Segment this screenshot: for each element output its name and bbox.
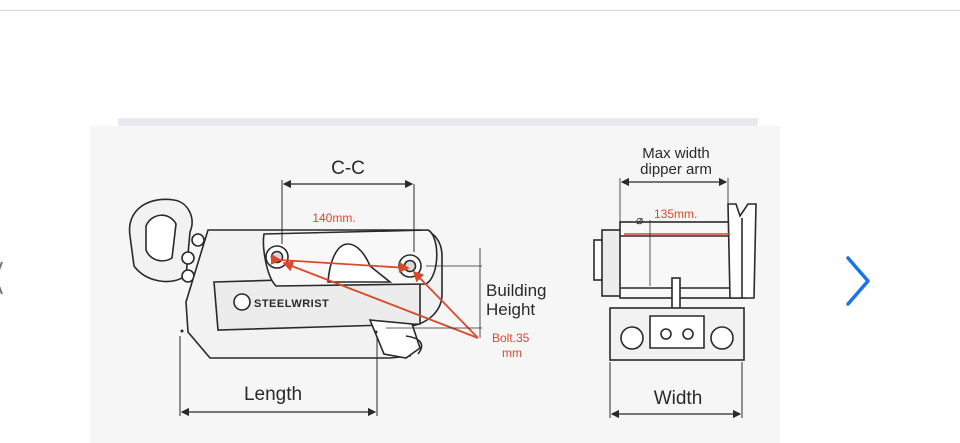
bolt-size-label: Bolt.35 bbox=[492, 331, 530, 345]
brand-logo-text: STEELWRIST bbox=[254, 298, 329, 310]
cc-value-label: 140mm. bbox=[312, 211, 355, 225]
building-height-label-line2: Height bbox=[486, 300, 535, 319]
max-width-label: Max width bbox=[642, 145, 710, 162]
max-width-label-line2: dipper arm bbox=[640, 161, 712, 178]
building-height-label: Building bbox=[486, 281, 547, 300]
diameter-symbol: ⌀ bbox=[636, 213, 643, 227]
bolt-size-unit: mm bbox=[502, 346, 522, 360]
red-annotations bbox=[270, 254, 479, 339]
length-label: Length bbox=[244, 384, 302, 405]
side-view bbox=[128, 198, 443, 359]
coupler-dimension-drawing: STEELWRIST C-C 140mm. Building Height Bo… bbox=[90, 126, 780, 443]
width-label: Width bbox=[654, 388, 703, 409]
chevron-left-icon[interactable] bbox=[0, 258, 6, 298]
cc-dimension-label: C-C bbox=[331, 158, 365, 179]
technical-drawing: STEELWRIST C-C 140mm. Building Height Bo… bbox=[128, 145, 757, 419]
top-divider bbox=[0, 10, 960, 11]
chevron-right-icon[interactable] bbox=[836, 252, 880, 310]
front-view bbox=[593, 203, 757, 361]
diameter-value-label: 135mm. bbox=[654, 207, 697, 221]
